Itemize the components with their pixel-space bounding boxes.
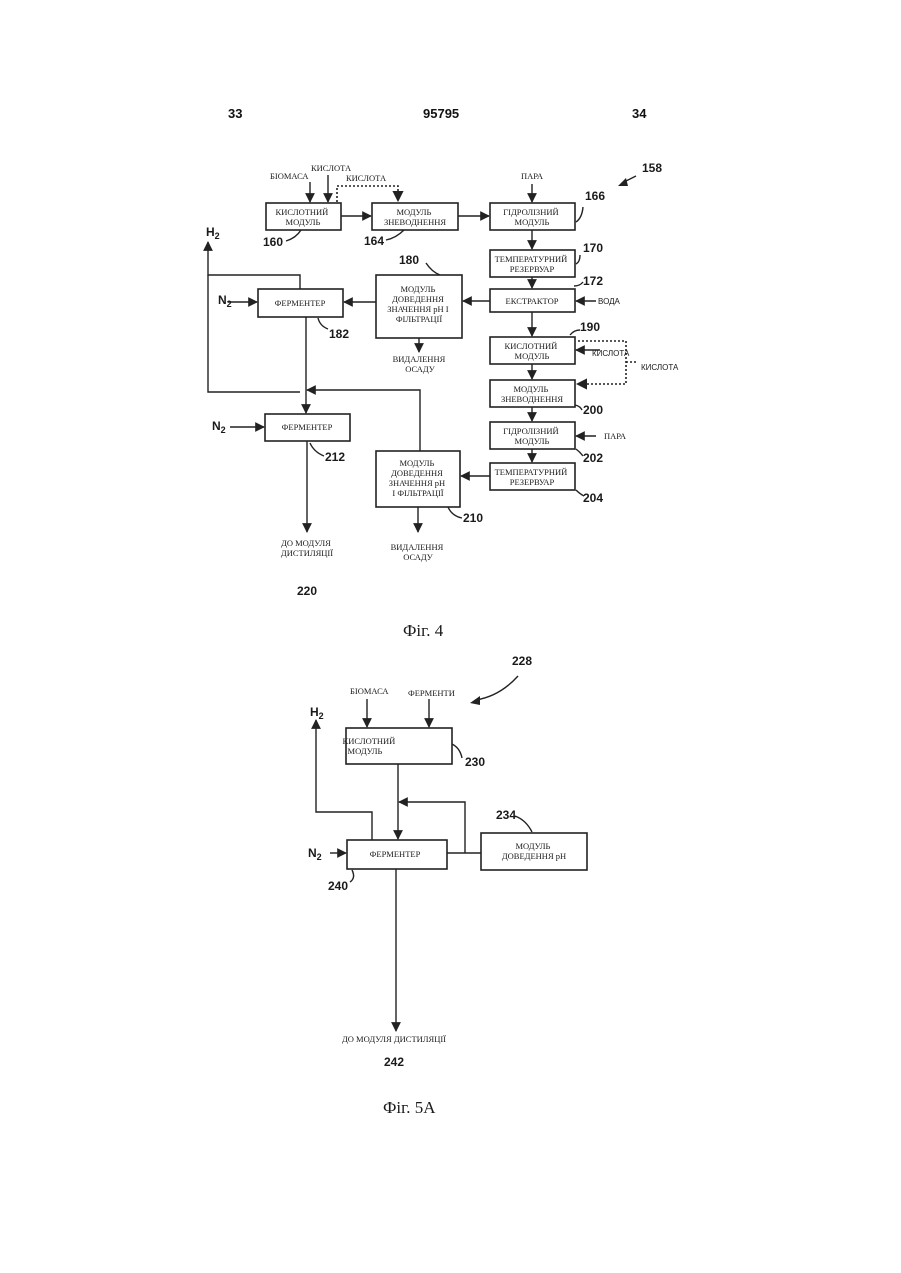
box-fermenter-212-text: ФЕРМЕНТЕР <box>282 422 333 432</box>
label-n2-fig4-a: N2 <box>218 293 232 309</box>
ref-172: 172 <box>583 274 603 288</box>
ref-160: 160 <box>263 235 283 249</box>
arrow-228-head <box>470 696 480 705</box>
arrow-228-pointer <box>476 676 518 700</box>
leader-170 <box>576 255 580 264</box>
leader-164 <box>386 230 404 240</box>
label-enzymes-5a: ФЕРМЕНТИ <box>408 688 455 698</box>
arrow-158-head <box>618 178 628 186</box>
ref-242: 242 <box>384 1055 404 1069</box>
label-sediment-removal-2: ВИДАЛЕННЯ ОСАДУ <box>391 542 446 562</box>
label-n2-5a: N2 <box>308 846 322 862</box>
ref-166: 166 <box>585 189 605 203</box>
arrow-acid-recycle-1 <box>337 186 398 202</box>
arrow-h2-out-1 <box>208 242 300 289</box>
leader-230 <box>452 744 462 758</box>
ref-230: 230 <box>465 755 485 769</box>
ref-234: 234 <box>496 808 516 822</box>
label-n2-fig4-b: N2 <box>212 419 226 435</box>
ref-210: 210 <box>463 511 483 525</box>
leader-172 <box>574 282 583 286</box>
ref-212: 212 <box>325 450 345 464</box>
label-biomass: БІОМАСА <box>270 171 309 181</box>
label-acid-4: КИСЛОТА <box>641 363 679 372</box>
label-steam-2: ПАРА <box>604 431 627 441</box>
label-acid-1: КИСЛОТА <box>311 163 352 173</box>
figure-4-caption: Фіг. 4 <box>403 621 444 640</box>
label-sediment-removal-1: ВИДАЛЕННЯ ОСАДУ <box>393 354 448 374</box>
ref-170: 170 <box>583 241 603 255</box>
figure-4: КИСЛОТНИЙ МОДУЛЬ МОДУЛЬ ЗНЕВОДНЕННЯ ГІДР… <box>206 161 679 640</box>
leader-166 <box>576 207 583 222</box>
box-extractor-172-text: ЕКСТРАКТОР <box>506 296 559 306</box>
leader-180 <box>426 263 440 275</box>
figure-5a: КИСЛОТНИЙ МОДУЛЬ ФЕРМЕНТЕР МОДУЛЬ ДОВЕДЕ… <box>308 654 587 1117</box>
label-to-distillation-5a: ДО МОДУЛЯ ДИСТИЛЯЦІЇ <box>342 1034 446 1044</box>
label-steam-1: ПАРА <box>521 171 544 181</box>
leader-234 <box>515 816 532 832</box>
ref-158: 158 <box>642 161 662 175</box>
leader-202 <box>576 449 583 456</box>
label-acid-3: КИСЛОТА <box>592 349 630 358</box>
ref-204: 204 <box>583 491 603 505</box>
label-to-distillation-fig4: ДО МОДУЛЯ ДИСТИЛЯЦІЇ <box>281 538 333 558</box>
leader-190 <box>570 330 580 335</box>
ref-182: 182 <box>329 327 349 341</box>
ref-240: 240 <box>328 879 348 893</box>
label-water: ВОДА <box>598 297 621 306</box>
figure-5a-caption: Фіг. 5А <box>383 1098 436 1117</box>
ref-220: 220 <box>297 584 317 598</box>
leader-160 <box>286 230 301 241</box>
ref-202: 202 <box>583 451 603 465</box>
leader-240 <box>350 870 354 882</box>
box-fermenter-182-text: ФЕРМЕНТЕР <box>275 298 326 308</box>
box-fermenter-240-text: ФЕРМЕНТЕР <box>370 849 421 859</box>
label-acid-2: КИСЛОТА <box>346 173 387 183</box>
arrow-acid-recycle-2 <box>577 341 626 384</box>
label-biomass-5a: БІОМАСА <box>350 686 389 696</box>
leader-212 <box>310 443 324 456</box>
ref-164: 164 <box>364 234 384 248</box>
label-h2-5a: H2 <box>310 705 324 721</box>
ref-180: 180 <box>399 253 419 267</box>
leader-210 <box>448 507 462 518</box>
label-h2-fig4: H2 <box>206 225 220 241</box>
leader-182 <box>318 318 328 329</box>
ref-228: 228 <box>512 654 532 668</box>
ref-200: 200 <box>583 403 603 417</box>
ref-190: 190 <box>580 320 600 334</box>
leader-200 <box>575 405 582 410</box>
